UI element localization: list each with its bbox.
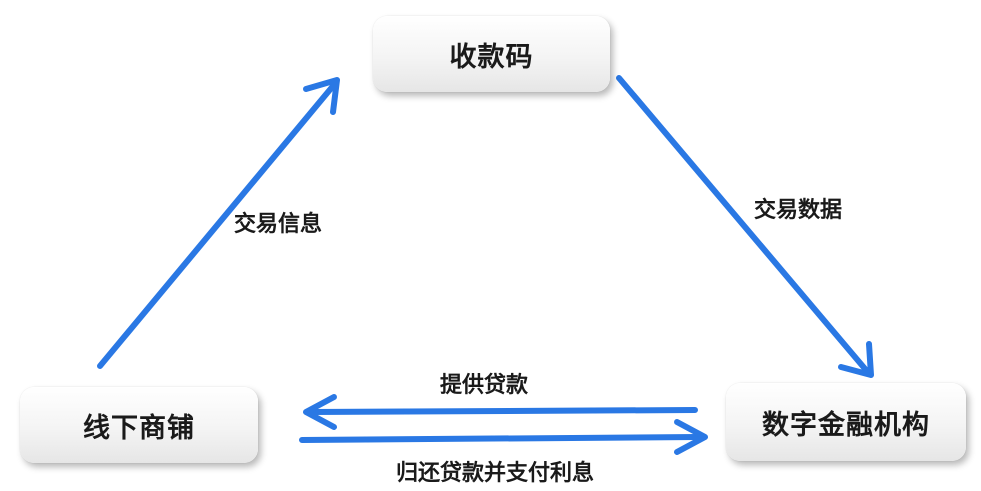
arrow-finance-to-store: [303, 394, 698, 430]
arrow-store-to-finance: [299, 419, 708, 455]
node-qr-code: 收款码: [373, 16, 610, 92]
arrow-qr-to-finance: [616, 75, 874, 378]
node-digital-finance: 数字金融机构: [726, 383, 966, 461]
node-offline-store: 线下商铺: [20, 387, 258, 463]
arrow-store-to-qr: [97, 77, 340, 369]
node-digital-finance-label: 数字金融机构: [762, 409, 930, 441]
edge-label-trade-data: 交易数据: [754, 198, 843, 223]
node-qr-code-label: 收款码: [449, 41, 534, 73]
edge-label-repay-loan: 归还贷款并支付利息: [396, 461, 595, 486]
edge-label-trade-info: 交易信息: [234, 212, 323, 237]
edge-label-provide-loan: 提供贷款: [440, 373, 529, 398]
node-offline-store-label: 线下商铺: [83, 412, 195, 444]
